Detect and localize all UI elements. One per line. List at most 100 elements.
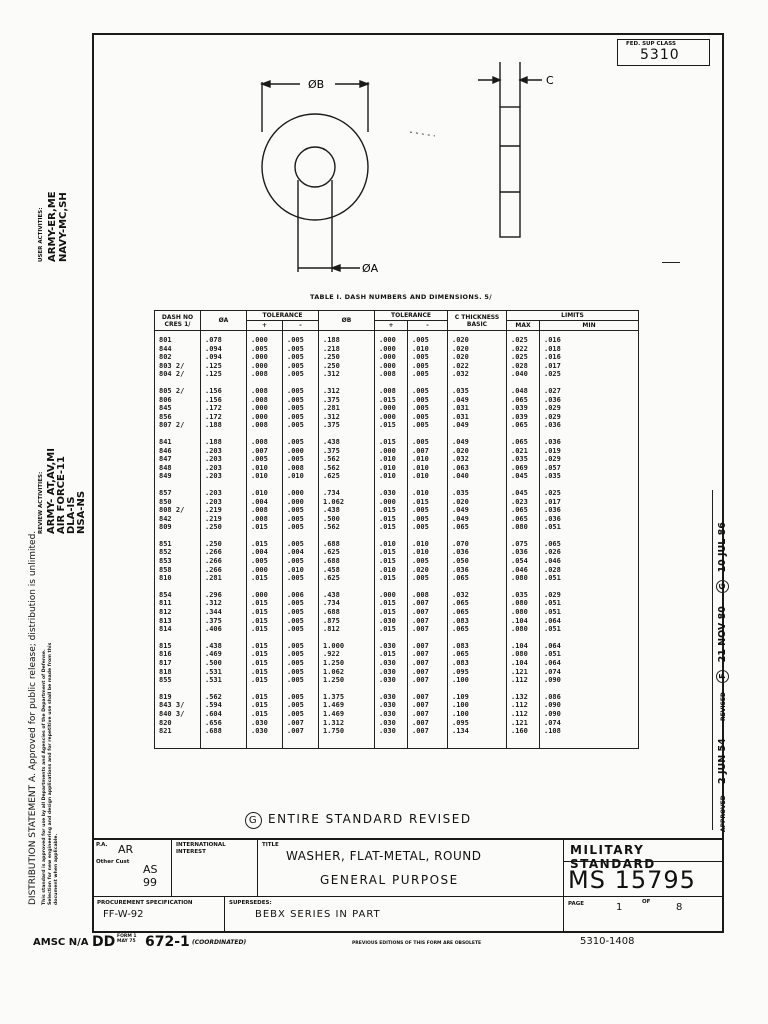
table-cell-bp: .015 .000 .010 .010 .010	[374, 433, 408, 485]
table-cell-values: .015 .004 .005 .000 .015	[251, 539, 268, 583]
table-cell-bp: .030 .015 .030 .030 .030	[374, 637, 408, 689]
table-cell-mx: .132 .112 .112 .121 .160	[506, 688, 540, 749]
table-cell-mx: .048 .065 .039 .039 .065	[506, 382, 540, 434]
review-activities-label: REVIEW ACTIVITIES:	[38, 471, 44, 534]
intl-interest-cell: INTERNATIONAL INTEREST	[171, 838, 258, 897]
table-cell-ap: .000 .005 .000 .000 .008	[246, 330, 283, 383]
table-cell-values: .188 .203 .203 .203 .203	[205, 437, 222, 481]
table-cell-values: .296 .312 .344 .375 .406	[205, 590, 222, 634]
table-cell-values: .010 .010 .005 .020 .005	[412, 539, 429, 583]
table-cell-ap: .008 .008 .000 .000 .008	[246, 382, 283, 434]
table-cell-values: .083 .065 .083 .095 .100	[452, 641, 469, 685]
table-cell-c: .109 .100 .100 .095 .134	[447, 688, 507, 749]
table-cell-values: .005 .004 .005 .010 .005	[287, 539, 304, 583]
dim-a-label: ØA	[362, 262, 379, 275]
table-cell-values: .203 .203 .219 .219 .250	[205, 488, 222, 532]
procurement-spec-value: FF-W-92	[103, 909, 144, 920]
table-cell-bm: .005 .007 .010 .010 .010	[407, 433, 448, 485]
other-cust-value1: AS	[143, 863, 158, 876]
table-cell-values: .032 .065 .065 .083 .065	[452, 590, 469, 634]
pa-value: AR	[118, 843, 134, 856]
table-cell-values: .132 .112 .112 .121 .160	[511, 692, 528, 736]
table-cell-values: .688 .625 .688 .458 .625	[323, 539, 340, 583]
washer-side-view	[499, 106, 521, 238]
table-cell-values: .035 .020 .049 .049 .065	[452, 488, 469, 532]
table-cell-values: .438 .734 .688 .875 .812	[323, 590, 340, 634]
table-cell-c: .035 .020 .049 .049 .065	[447, 484, 507, 536]
table-cell-bp: .010 .015 .015 .010 .015	[374, 535, 408, 587]
table-cell-values: 805 2/ 806 845 856 807 2/	[159, 386, 185, 430]
fine-print-line3: document when applicable.	[54, 833, 59, 905]
table-cell-values: .030 .000 .015 .015 .015	[379, 488, 396, 532]
table-cell-values: .005 .005 .005 .007 .007	[287, 692, 304, 736]
dd-form-label: DD	[92, 934, 116, 950]
table-cell-ap: .000 .015 .015 .015 .015	[246, 586, 283, 638]
table-cell-mn: .065 .026 .046 .028 .051	[539, 535, 639, 587]
table-cell-mn: .025 .017 .036 .036 .051	[539, 484, 639, 536]
table-cell-values: .065 .026 .046 .028 .051	[544, 539, 561, 583]
table-row-group: 805 2/ 806 845 856 807 2/ .156 .156 .172 …	[154, 382, 639, 434]
table-cell-mn: .086 .090 .090 .074 .108	[539, 688, 639, 749]
table-cell-a: .156 .156 .172 .172 .188	[200, 382, 247, 434]
ms-number-cell: MS 15795	[563, 861, 724, 897]
table-cell-values: .000 .000 .005 .005 .005	[287, 488, 304, 532]
distribution-statement: DISTRIBUTION STATEMENT A. Approved for p…	[28, 530, 38, 905]
table-cell-am: .005 .005 .005 .007 .007	[282, 688, 319, 749]
table-cell-values: 815 816 817 818 855	[159, 641, 172, 685]
table-cell-b: .312 .375 .281 .312 .375	[318, 382, 375, 434]
table-cell-values: .008 .007 .005 .010 .010	[251, 437, 268, 481]
table-cell-a: .188 .203 .203 .203 .203	[200, 433, 247, 485]
title-line2: GENERAL PURPOSE	[320, 873, 459, 887]
review-line4: NSA-NS	[76, 490, 87, 534]
table-cell-values: .109 .100 .100 .095 .134	[452, 692, 469, 736]
table-cell-values: .000 .015 .015 .015 .015	[251, 590, 268, 634]
page-cell: PAGE 1 OF 8	[563, 896, 724, 933]
g-date: 10 JUL 86	[717, 522, 728, 573]
title-cell: TITLE WASHER, FLAT-METAL, ROUND GENERAL …	[257, 838, 564, 897]
table-cell-values: .048 .065 .039 .039 .065	[511, 386, 528, 430]
dimensions-table: DASH NO CRES 1/ ØA TOLERANCE ØB TOLERANC…	[154, 310, 639, 749]
approved-date: 2 JUN 54	[717, 738, 728, 784]
revision-strip: APPROVED 2 JUN 54 REVISED F 21 NOV 80 G …	[716, 522, 729, 832]
header-max: MAX	[506, 320, 540, 331]
table-cell-c: .083 .065 .083 .095 .100	[447, 637, 507, 689]
table-cell-values: .064 .051 .064 .074 .090	[544, 641, 561, 685]
other-cust-value2: 99	[143, 876, 157, 889]
table-cell-values: .020 .020 .020 .022 .032	[452, 336, 469, 379]
header-minus-a: -	[282, 320, 319, 331]
table-cell-values: .104 .080 .104 .121 .112	[511, 641, 528, 685]
table-cell-values: .010 .015 .005 .005 .005	[412, 488, 429, 532]
table-cell-values: 1.375 1.469 1.469 1.312 1.750	[323, 692, 345, 736]
table-row-group: 815 816 817 818 855.438 .469 .500 .531 .…	[154, 637, 639, 689]
table-cell-values: 1.000 .922 1.250 1.062 1.250	[323, 641, 345, 685]
table-cell-values: .078 .094 .094 .125 .125	[205, 336, 222, 379]
revised-label: REVISED	[720, 691, 727, 721]
table-cell-bm: .008 .007 .007 .007 .007	[407, 586, 448, 638]
table-cell-values: .070 .036 .050 .036 .065	[452, 539, 469, 583]
table-cell-mn: .029 .051 .051 .064 .051	[539, 586, 639, 638]
table-cell-b: .438 .734 .688 .875 .812	[318, 586, 375, 638]
table-cell-values: .065 .021 .035 .069 .045	[511, 437, 528, 481]
table-cell-bp: .008 .015 .000 .000 .015	[374, 382, 408, 434]
table-cell-am: .000 .000 .005 .005 .005	[282, 484, 319, 536]
table-cell-values: .015 .000 .010 .010 .010	[379, 437, 396, 481]
form-small-label: FORM 1 MAY 75	[117, 934, 137, 944]
header-phi-b: ØB	[318, 310, 375, 331]
table-cell-values: .005 .010 .005 .005 .005	[412, 336, 429, 379]
table-cell-b: .438 .375 .562 .562 .625	[318, 433, 375, 485]
revision-symbol: G	[245, 812, 262, 829]
title-label: TITLE	[262, 842, 279, 848]
table-cell-b: .734 1.062 .438 .500 .562	[318, 484, 375, 536]
table-cell-values: .000 .005 .000 .000 .008	[251, 336, 268, 379]
margin-mark	[662, 262, 680, 263]
table-row-group: 801 844 802 803 2/ 804 2/.078 .094 .094 …	[154, 330, 639, 383]
revision-g-symbol: G	[716, 579, 729, 593]
table-cell-ap: .008 .007 .005 .010 .010	[246, 433, 283, 485]
table-cell-mn: .036 .019 .029 .057 .035	[539, 433, 639, 485]
table-cell-b: .188 .218 .250 .250 .312	[318, 330, 375, 383]
fed-sup-class-value: 5310	[640, 47, 680, 63]
pa-cell: P.A. AR Other Cust AS 99	[92, 838, 172, 897]
approved-label: APPROVED	[720, 795, 727, 832]
table-cell-ap: .010 .004 .008 .008 .015	[246, 484, 283, 536]
table-cell-values: .008 .007 .007 .007 .007	[412, 590, 429, 634]
